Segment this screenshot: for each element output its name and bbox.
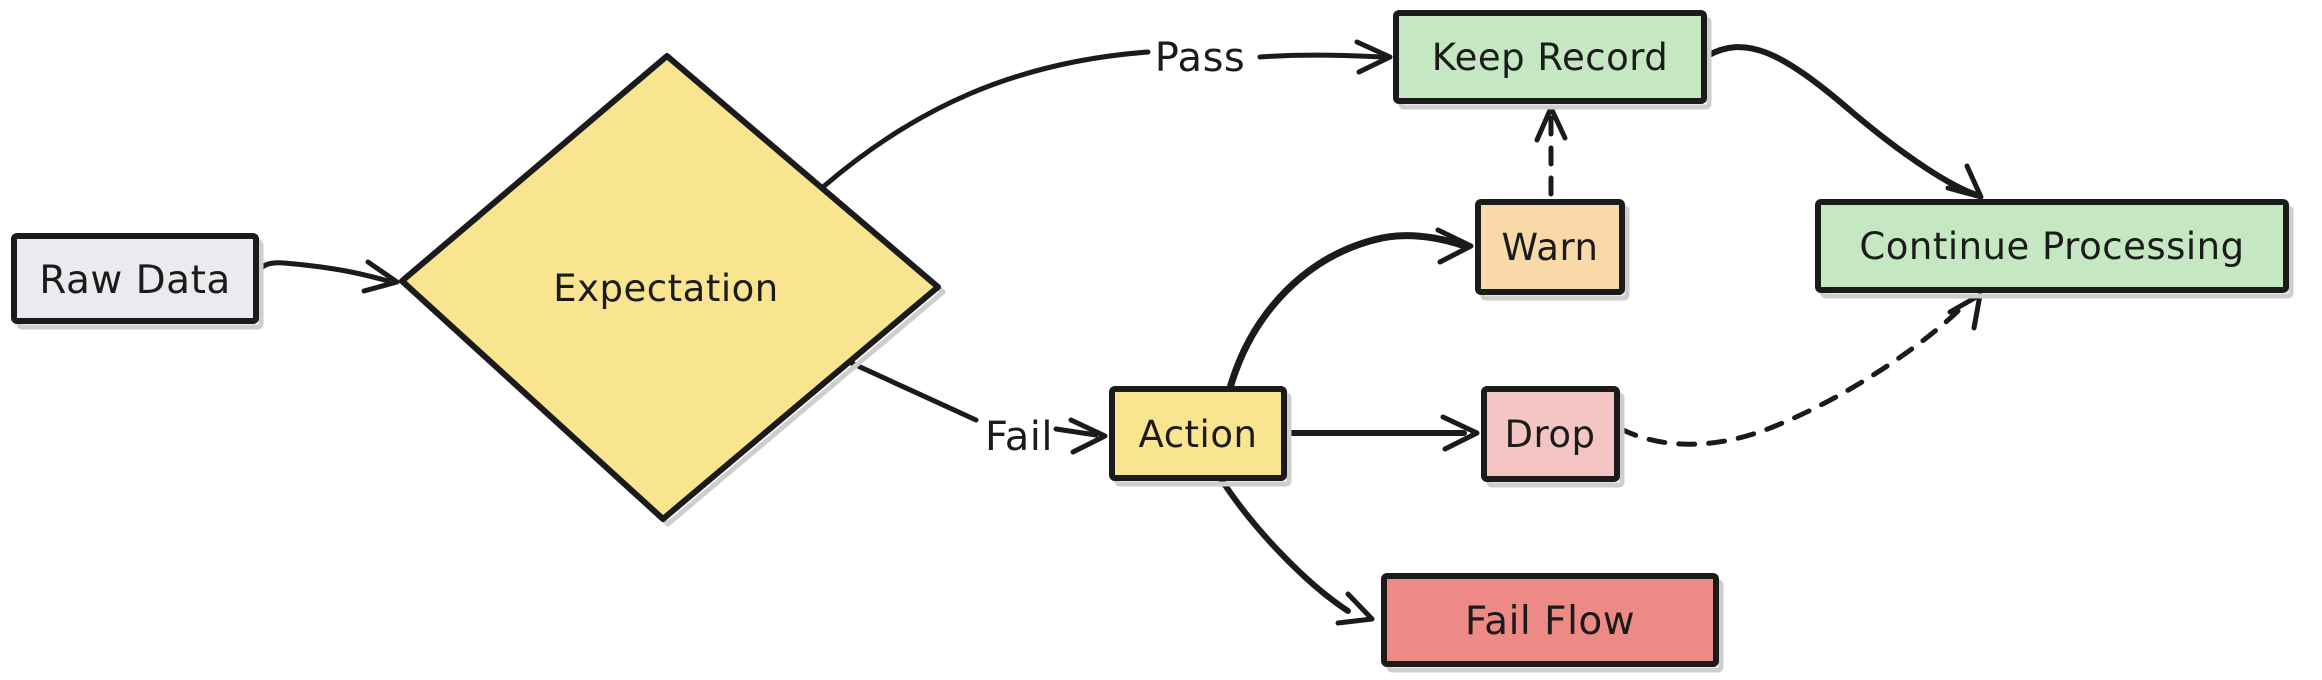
edge-action-warn xyxy=(1226,232,1466,392)
edge-drop-continue xyxy=(1618,302,1967,447)
arrowhead-warn xyxy=(1435,227,1474,265)
nodes-layer: Raw Data Expectation Keep Record Warn Ac… xyxy=(11,10,2294,673)
edge-fail-action xyxy=(1053,426,1099,438)
edge-rawdata-expectation xyxy=(254,260,391,292)
node-continue-processing: Continue Processing xyxy=(1815,199,2294,299)
expectation-label: Expectation xyxy=(553,267,778,310)
warn-label: Warn xyxy=(1502,226,1599,269)
arrowhead-failflow xyxy=(1335,591,1375,626)
edges-layer xyxy=(254,39,1984,626)
arrowhead-continue-bottom xyxy=(1947,292,1983,331)
expectation-shape xyxy=(399,53,941,522)
node-warn: Warn xyxy=(1475,199,1630,301)
fail-flow-label: Fail Flow xyxy=(1465,599,1635,644)
edge-expectation-pass xyxy=(820,49,1151,190)
drop-label: Drop xyxy=(1504,413,1595,456)
edge-action-failflow xyxy=(1218,476,1351,614)
raw-data-label: Raw Data xyxy=(39,258,231,303)
keep-record-label: Keep Record xyxy=(1432,36,1669,79)
arrowhead-continue-top xyxy=(1945,163,1984,200)
edge-keeprecord-continue xyxy=(1704,44,1977,197)
raw-data-shape xyxy=(11,233,259,324)
arrowhead-drop xyxy=(1440,414,1480,452)
arrowhead-expectation xyxy=(361,259,400,294)
node-fail-flow: Fail Flow xyxy=(1381,573,1724,673)
warn-shape xyxy=(1475,199,1625,295)
action-label: Action xyxy=(1139,413,1258,456)
node-raw-data: Raw Data xyxy=(11,233,264,330)
node-keep-record: Keep Record xyxy=(1393,10,1712,110)
keep-record-shape xyxy=(1393,10,1707,104)
continue-processing-shape xyxy=(1815,199,2289,293)
node-expectation: Expectation xyxy=(399,53,946,527)
edge-expectation-fail xyxy=(844,358,979,423)
node-action: Action xyxy=(1109,386,1292,487)
drop-shape xyxy=(1481,386,1620,482)
continue-processing-label: Continue Processing xyxy=(1859,225,2244,268)
arrowhead-action xyxy=(1068,417,1108,455)
node-drop: Drop xyxy=(1481,386,1625,488)
edge-label-fail: Fail xyxy=(985,414,1053,460)
action-shape xyxy=(1109,386,1287,481)
edge-label-pass: Pass xyxy=(1155,35,1246,81)
fail-flow-shape xyxy=(1381,573,1719,667)
arrowhead-keeprecord xyxy=(1354,39,1393,75)
edge-pass-keeprecord xyxy=(1257,52,1386,60)
